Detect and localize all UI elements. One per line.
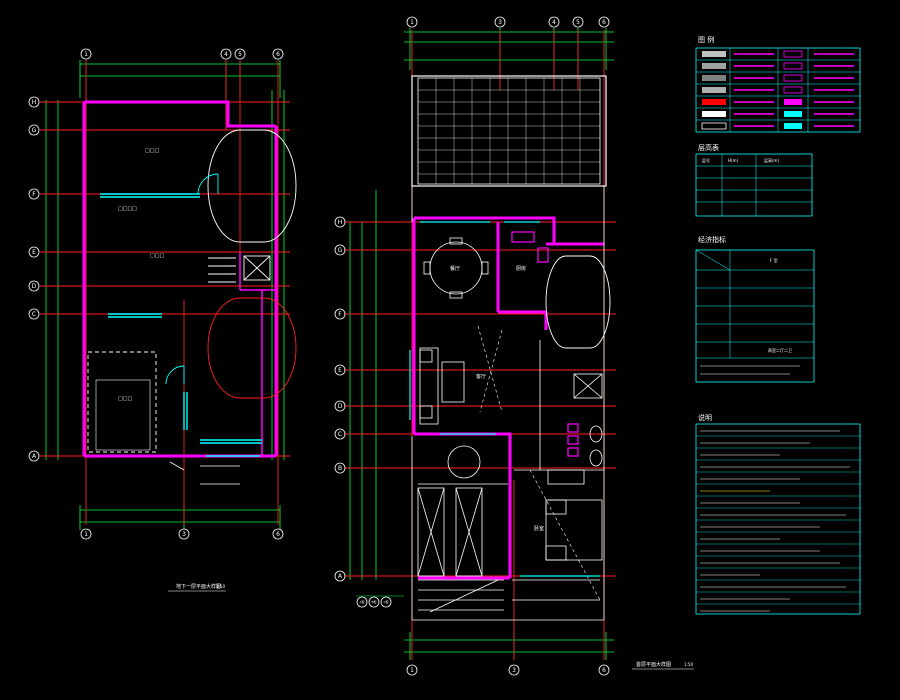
economic-indicator-table: 经济指标 F 型 两室二厅二卫 [695, 235, 815, 383]
left-plan-caption: 地下一层平面大样图 [176, 583, 221, 590]
right-bottom-axis-1: 1 [410, 667, 414, 674]
right-side-axis-A: A [338, 573, 343, 580]
level-table-header-height: 层高(m) [764, 157, 779, 163]
right-bottom-axis-6: 6 [602, 667, 606, 674]
level-table: 层高表 层号 H(m) 层高(m) [695, 143, 813, 217]
left-plan-scale: 1:50 [216, 584, 225, 589]
left-top-axis-1: 1 [84, 51, 88, 58]
svg-text:□□□: □□□ [150, 253, 164, 259]
ground-floor-plan: 餐厅 厨房 客厅 卧室 1 3 4 5 6 1 3 6 H G F E D C [334, 16, 694, 676]
right-plan-scale: 1:50 [684, 662, 693, 667]
svg-text:□□□: □□□ [118, 396, 132, 402]
right-plan-caption: 首层平面大样图 [636, 661, 671, 668]
left-side-axis-C: C [32, 311, 36, 318]
right-top-axis-5: 5 [576, 19, 580, 26]
right-top-axis-6: 6 [602, 19, 606, 26]
right-top-axis-3: 3 [498, 19, 502, 26]
room-label-living: 客厅 [476, 373, 486, 380]
room-label-bedroom: 卧室 [534, 525, 544, 532]
svg-text:□□□□: □□□□ [118, 206, 137, 212]
basement-floor-plan: □□□ □□□ □□□ □□□□ 1 4 5 6 1 3 6 H G F [28, 48, 297, 592]
left-side-axis-D: D [32, 283, 37, 290]
notes-title: 说明 [698, 413, 712, 422]
left-bottom-axis-1: 1 [84, 531, 88, 538]
right-side-axis-G: G [338, 247, 343, 254]
left-bottom-axis-6: 6 [276, 531, 280, 538]
right-side-axis-H: H [338, 219, 343, 226]
room-label-dining: 餐厅 [450, 265, 460, 272]
right-top-axis-1: 1 [410, 19, 414, 26]
right-side-axis-C: C [338, 431, 342, 438]
level-table-header-floor: 层号 [702, 157, 710, 163]
left-side-axis-G: G [32, 127, 37, 134]
bottom-label-b: B型 [371, 599, 376, 604]
econ-table-value-col: F 型 [770, 257, 778, 263]
svg-text:□□□: □□□ [145, 148, 159, 154]
right-bottom-axis-3: 3 [512, 667, 516, 674]
econ-table-title: 经济指标 [698, 235, 726, 244]
left-top-axis-5: 5 [238, 51, 242, 58]
notes-panel: 说明 [695, 413, 861, 615]
right-side-axis-E: E [338, 367, 342, 374]
legend-panel: 图 例 [695, 35, 861, 133]
right-side-axis-B: B [338, 465, 342, 472]
right-top-axis-4: 4 [552, 19, 556, 26]
left-top-axis-6: 6 [276, 51, 280, 58]
left-side-axis-E: E [32, 249, 36, 256]
legend-title: 图 例 [698, 35, 714, 44]
bottom-label-a: A型 [359, 599, 364, 604]
left-side-axis-A: A [32, 453, 37, 460]
right-side-axis-D: D [338, 403, 343, 410]
level-table-header-h: H(m) [728, 158, 738, 163]
left-side-axis-H: H [32, 99, 37, 106]
right-side-axis-F: F [338, 311, 342, 318]
econ-table-last-value: 两室二厅二卫 [768, 347, 792, 353]
level-table-title: 层高表 [698, 143, 719, 152]
room-label-kitchen: 厨房 [516, 265, 526, 272]
bottom-label-c: C型 [383, 599, 388, 604]
left-top-axis-4: 4 [224, 51, 228, 58]
left-side-axis-F: F [32, 191, 36, 198]
left-bottom-axis-3: 3 [182, 531, 186, 538]
